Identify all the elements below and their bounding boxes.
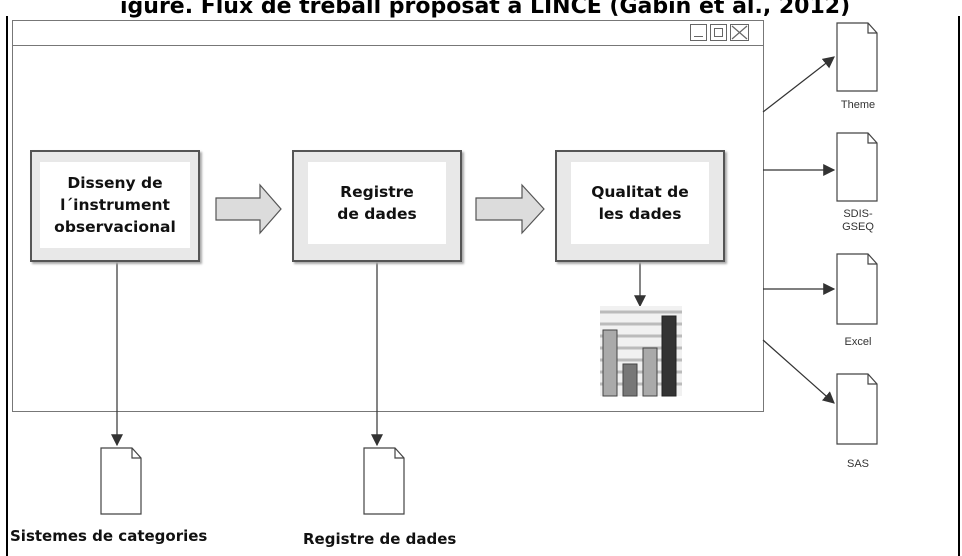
- document-icon: [100, 447, 142, 515]
- block-arrow-2: [475, 183, 545, 235]
- document-icon: [836, 253, 878, 325]
- output-label-theme: Theme: [840, 99, 876, 111]
- connector-theme: [762, 56, 835, 113]
- step-box-registration: Registre de dades: [292, 150, 462, 262]
- output-label-sas: SAS: [846, 458, 869, 470]
- file-label-data-register: Registre de dades: [303, 530, 457, 548]
- figure-title: igure. Flux de treball proposat a LINCE …: [120, 0, 851, 19]
- maximize-icon[interactable]: [710, 24, 727, 41]
- file-label-categories: Sistemes de categories: [10, 527, 208, 545]
- document-icon: [836, 373, 878, 445]
- close-icon[interactable]: [730, 24, 749, 41]
- minimize-icon[interactable]: [690, 24, 707, 41]
- window-titlebar: [13, 21, 763, 46]
- step-box-design: Disseny de l´instrument observacional: [30, 150, 200, 262]
- output-label-excel: Excel: [844, 336, 872, 348]
- document-icon: [363, 447, 405, 515]
- step-label-registration: Registre de dades: [308, 162, 446, 244]
- step-label-quality: Qualitat de les dades: [571, 162, 709, 244]
- document-icon: [836, 132, 878, 202]
- step-label-design: Disseny de l´instrument observacional: [40, 162, 190, 248]
- step-box-quality: Qualitat de les dades: [555, 150, 725, 262]
- output-label-sdis-gseq: SDIS- GSEQ: [842, 208, 874, 233]
- page-border: [6, 16, 960, 556]
- bar-chart-icon: [600, 306, 682, 397]
- connector-sas: [762, 339, 835, 404]
- block-arrow-1: [215, 183, 282, 235]
- document-icon: [836, 22, 878, 92]
